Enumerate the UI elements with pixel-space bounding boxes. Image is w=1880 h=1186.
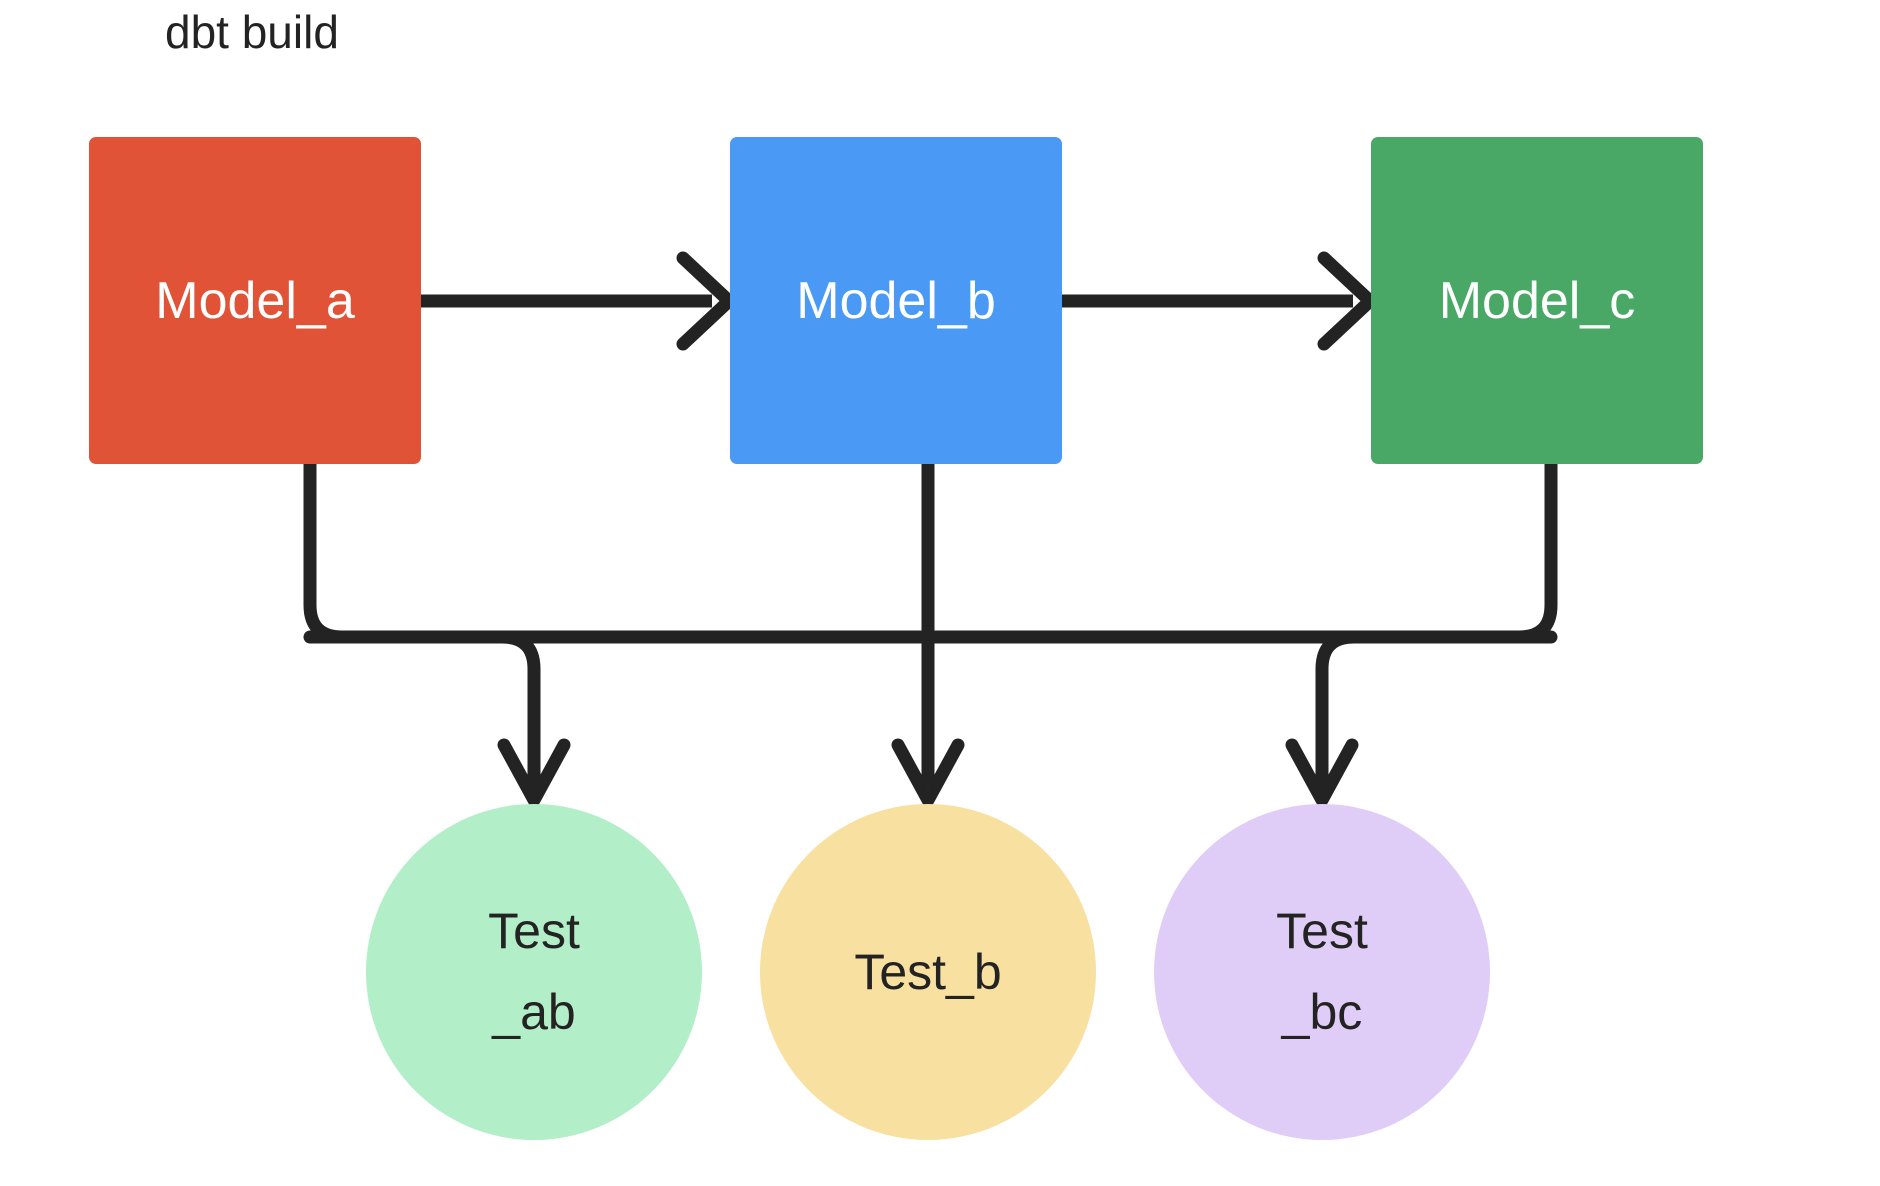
model-node-model-c[interactable]: Model_c: [1371, 137, 1703, 464]
edge-model-b-to-model-c: [1062, 251, 1377, 351]
edge-model-c-to-test-bc: [1353, 457, 1558, 644]
model-node-model-b[interactable]: Model_b: [730, 137, 1062, 464]
test-node-test-bc[interactable]: Test _bc: [1154, 804, 1490, 1140]
test-node-test-ab[interactable]: Test _ab: [366, 804, 702, 1140]
model-node-model-a[interactable]: Model_a: [89, 137, 421, 464]
model-node-label: Model_c: [1438, 271, 1636, 330]
edge-model-a-to-test-ab: [303, 457, 507, 644]
test-node-label: Test_b: [854, 943, 1002, 1000]
diagram-title: dbt build: [165, 6, 339, 58]
edge-bus-to-test-bc: [1285, 630, 1361, 807]
test-node-label: Test _bc: [1276, 903, 1368, 1040]
model-node-label: Model_a: [155, 271, 355, 330]
edge-bus-to-test-ab: [495, 630, 571, 807]
model-node-label: Model_b: [796, 271, 996, 330]
edge-model-b-to-test-b: [891, 464, 965, 807]
test-node-label: Test _ab: [488, 903, 580, 1040]
test-node-test-b[interactable]: Test_b: [760, 804, 1096, 1140]
edge-model-a-to-model-b: [421, 251, 736, 351]
